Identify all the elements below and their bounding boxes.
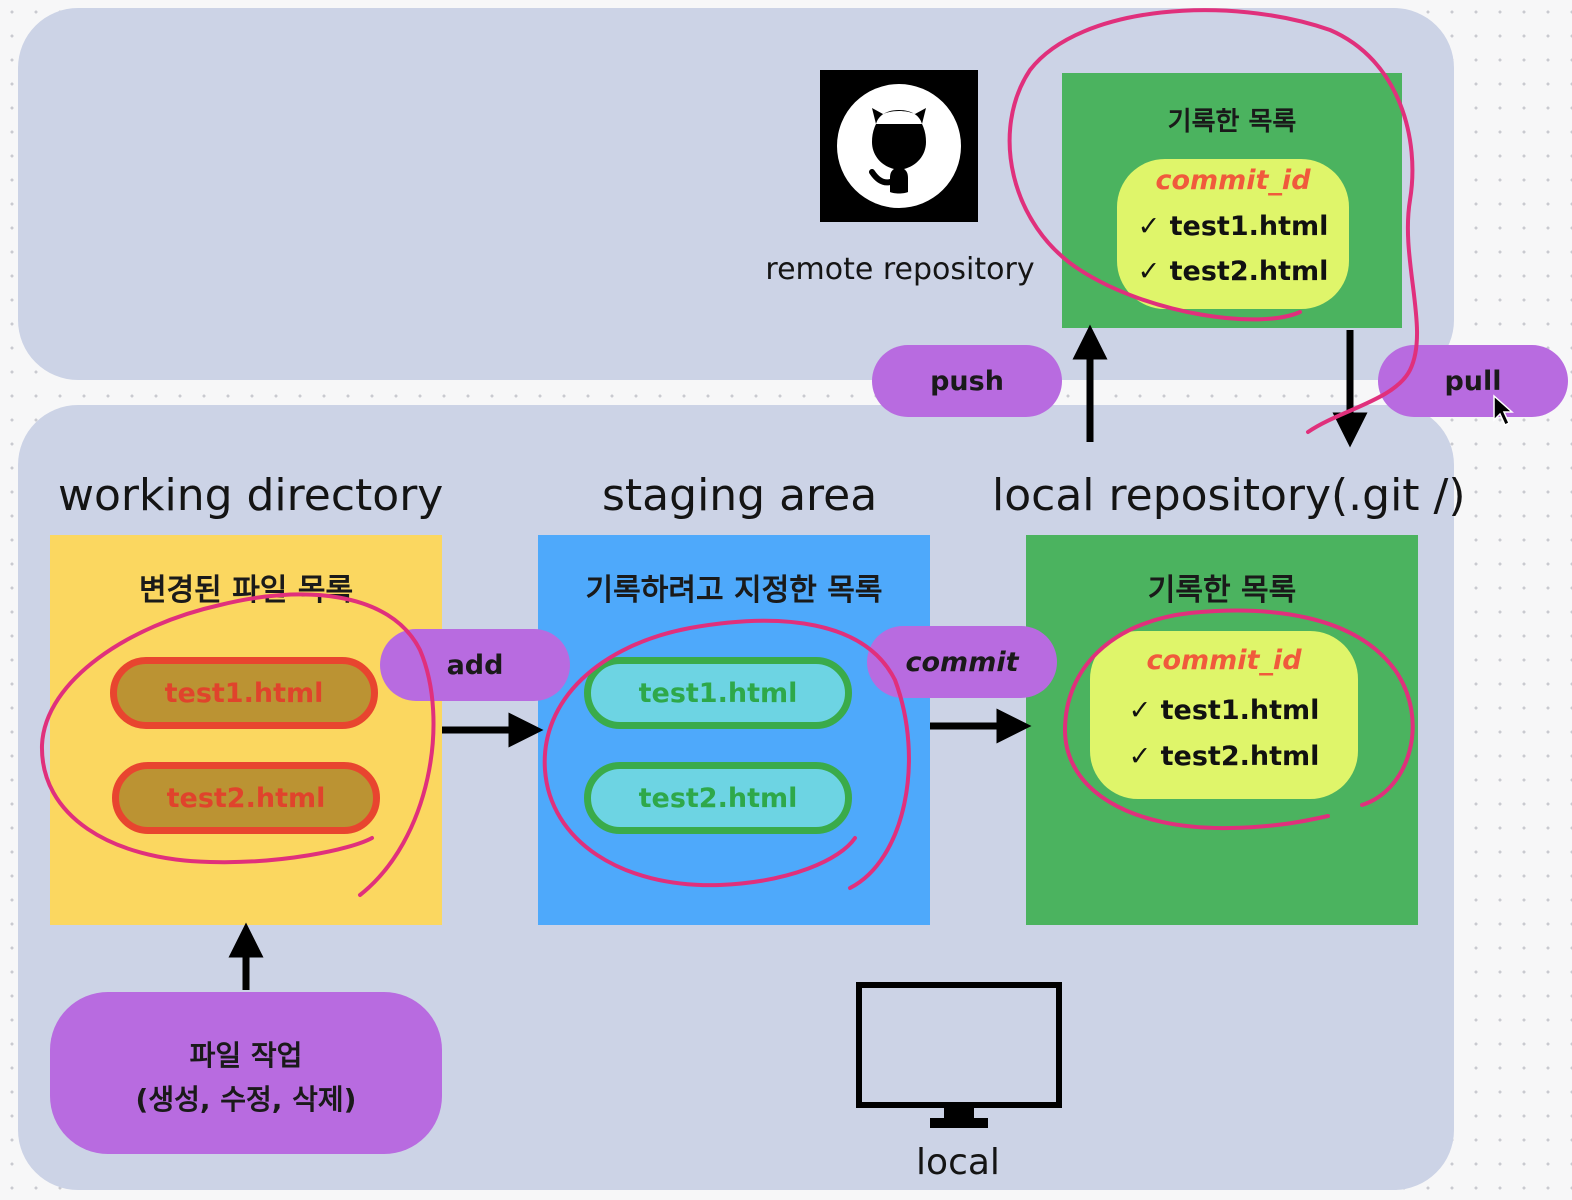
staging-area-heading: staging area xyxy=(602,470,878,521)
local-commit-file: ✓ test1.html xyxy=(1128,695,1320,726)
file-work-title: 파일 작업 xyxy=(189,1039,303,1072)
file-work-subtitle: (생성, 수정, 삭제) xyxy=(135,1083,357,1116)
staged-file-item[interactable]: test2.html xyxy=(584,762,852,834)
local-label: local xyxy=(916,1142,1000,1183)
remote-commit-id: commit_id xyxy=(1155,165,1311,196)
add-tag[interactable]: add xyxy=(380,629,570,701)
remote-box-title: 기록한 목록 xyxy=(1167,107,1297,137)
pull-tag[interactable]: pull xyxy=(1378,345,1568,417)
local-commit-file: ✓ test2.html xyxy=(1128,741,1320,772)
annotation-circle-remote xyxy=(1007,8,1419,434)
local-repository-box-title: 기록한 목록 xyxy=(1147,573,1297,608)
local-commit-card: commit_id ✓ test1.html ✓ test2.html xyxy=(1090,631,1358,799)
commit-tag[interactable]: commit xyxy=(867,626,1057,698)
working-file-item[interactable]: test1.html xyxy=(110,657,378,729)
remote-commit-file: ✓ test2.html xyxy=(1137,256,1329,287)
local-commit-id: commit_id xyxy=(1146,645,1302,676)
remote-commit-card: commit_id ✓ test1.html ✓ test2.html xyxy=(1117,159,1349,309)
staging-area-box: 기록하려고 지정한 목록 test1.html test2.html xyxy=(538,535,930,925)
github-icon xyxy=(820,70,978,222)
local-repository-box: 기록한 목록 commit_id ✓ test1.html ✓ test2.ht… xyxy=(1026,535,1418,925)
annotation-circle-working xyxy=(39,592,436,897)
annotation-circle-local-repo xyxy=(1062,608,1415,831)
working-directory-heading: working directory xyxy=(58,470,444,521)
working-file-item[interactable]: test2.html xyxy=(112,762,380,834)
working-directory-box-title: 변경된 파일 목록 xyxy=(138,573,354,608)
remote-commit-box: 기록한 목록 commit_id ✓ test1.html ✓ test2.ht… xyxy=(1062,73,1402,328)
remote-repository-label: remote repository xyxy=(765,252,1035,287)
annotation-circle-staging xyxy=(542,618,911,890)
monitor-icon xyxy=(856,982,1062,1134)
staging-area-box-title: 기록하려고 지정한 목록 xyxy=(585,573,883,608)
push-tag[interactable]: push xyxy=(872,345,1062,417)
staged-file-item[interactable]: test1.html xyxy=(584,657,852,729)
remote-commit-file: ✓ test1.html xyxy=(1137,211,1329,242)
cursor-icon xyxy=(1493,394,1514,427)
local-repository-heading: local repository(.git /) xyxy=(992,470,1466,521)
file-work-box[interactable]: 파일 작업 (생성, 수정, 삭제) xyxy=(50,992,442,1154)
